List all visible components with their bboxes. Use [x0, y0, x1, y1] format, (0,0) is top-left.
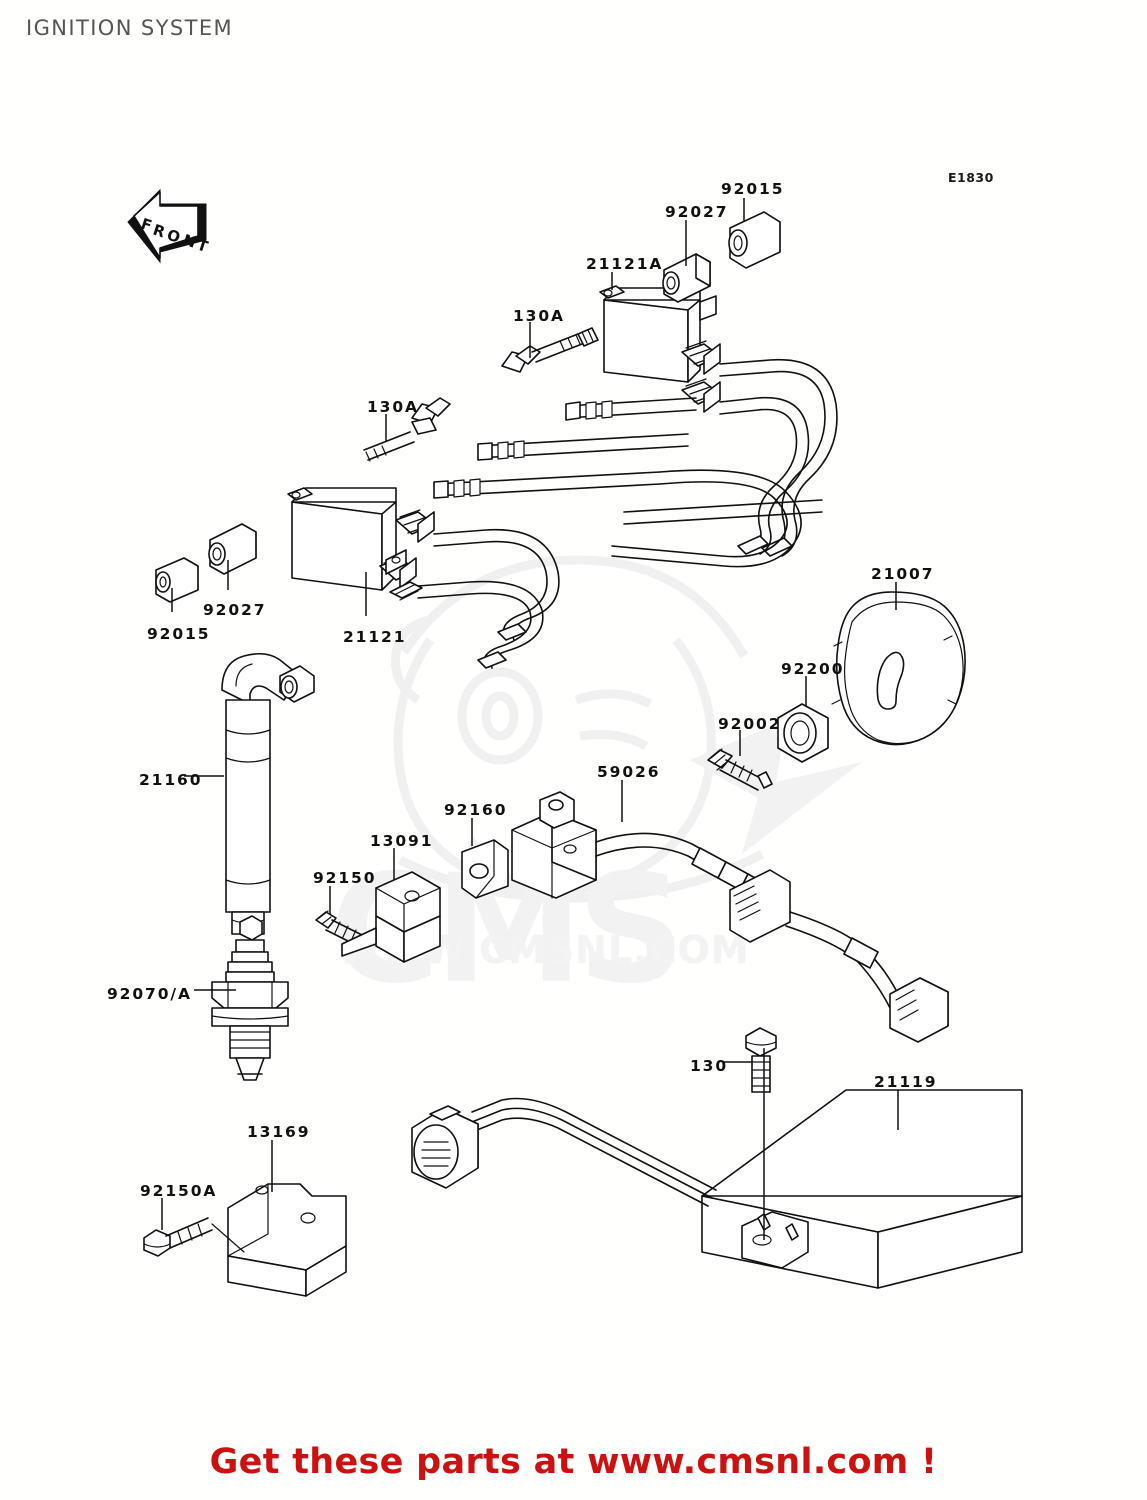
bolt-130a-upper-drawing	[501, 327, 599, 373]
rotor-plate-drawing	[831, 591, 966, 746]
part-number-bracket-13169[interactable]: 13169	[247, 1123, 311, 1141]
part-number-rotor-plate[interactable]: 21007	[871, 565, 935, 583]
part-number-bolt-130[interactable]: 130	[690, 1057, 729, 1075]
svg-text:N: N	[181, 231, 199, 252]
ignition-coil-a-drawing	[599, 285, 721, 413]
spark-plug-lead-1	[433, 528, 560, 641]
front-arrow-icon: F R O N T	[127, 188, 211, 264]
damper-left-drawing	[155, 557, 199, 603]
damper-92160-drawing	[461, 839, 509, 899]
part-number-holder-13091[interactable]: 13091	[370, 832, 434, 850]
part-number-ignition-coil[interactable]: 21121	[343, 628, 407, 646]
coil-tower-1	[395, 509, 435, 543]
coil-tower-2	[379, 549, 417, 589]
part-number-collar-top[interactable]: 92027	[665, 203, 729, 221]
plug-wire-upper-1	[565, 397, 697, 421]
coil-a-tower-1	[681, 340, 721, 375]
part-number-spark-plug[interactable]: 92070/A	[107, 985, 192, 1003]
pickup-coil-drawing	[511, 791, 949, 1043]
coil-a-tower-2	[681, 378, 721, 413]
part-number-collar-left[interactable]: 92027	[203, 601, 267, 619]
part-number-damper-top[interactable]: 92015	[721, 180, 785, 198]
part-number-bolt-92150[interactable]: 92150	[313, 869, 377, 887]
damper-top-drawing	[728, 211, 781, 269]
plug-wire-upper-3	[433, 471, 661, 499]
part-number-damper-92160[interactable]: 92160	[444, 801, 508, 819]
diagram-code: E1830	[948, 170, 994, 185]
part-number-bolt-130a-upper[interactable]: 130A	[513, 307, 565, 325]
part-number-spark-plug-cap[interactable]: 21160	[139, 771, 203, 789]
part-number-damper-left[interactable]: 92015	[147, 625, 211, 643]
bolt-130-drawing	[745, 1027, 777, 1093]
washer-drawing	[777, 703, 829, 763]
plug-wire-upper-2	[477, 433, 689, 461]
spark-plug-cap-drawing	[221, 652, 315, 935]
part-number-washer[interactable]: 92200	[781, 660, 845, 678]
igniter-unit-drawing	[701, 1089, 1023, 1289]
igniter-harness	[411, 1097, 717, 1207]
part-number-ignition-coil-a[interactable]: 21121A	[586, 255, 664, 273]
part-number-igniter-unit[interactable]: 21119	[874, 1073, 938, 1091]
plug-wire-loop-band	[611, 469, 823, 568]
svg-text:O: O	[165, 226, 183, 247]
spark-plug-drawing	[211, 915, 289, 1081]
leader-lines	[161, 198, 899, 1240]
bolt-92002-drawing	[707, 748, 773, 791]
spark-plug-lead-a-1	[719, 358, 838, 557]
part-number-bolt-92002[interactable]: 92002	[718, 715, 782, 733]
holder-13091-drawing	[341, 871, 441, 963]
part-number-bolt-92150a[interactable]: 92150A	[140, 1182, 218, 1200]
collar-top-drawing	[662, 253, 711, 303]
collar-left-drawing	[208, 523, 257, 575]
part-number-bolt-130a-lower[interactable]: 130A	[367, 398, 419, 416]
bolt-92150a-drawing	[143, 1217, 245, 1257]
spark-plug-lead-a-2	[719, 396, 810, 555]
bolt-130a-lower-drawing	[363, 397, 451, 462]
spark-plug-lead-2	[417, 580, 544, 669]
parts-diagram: .ln { fill:none; stroke:#111111; stroke-…	[127, 188, 1023, 1297]
footer-cta: Get these parts at www.cmsnl.com !	[209, 1442, 938, 1482]
part-number-pickup-coil[interactable]: 59026	[597, 763, 661, 781]
page-title: IGNITION SYSTEM	[26, 16, 234, 40]
bracket-13169-drawing	[227, 1183, 347, 1297]
ignition-coil-drawing	[287, 487, 435, 601]
